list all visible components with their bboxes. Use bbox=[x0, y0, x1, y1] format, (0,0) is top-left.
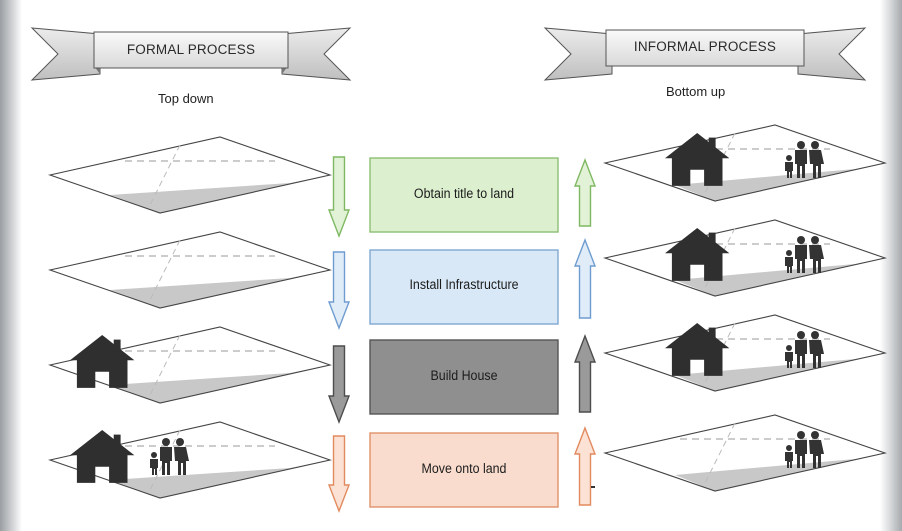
informal-banner-label: INFORMAL PROCESS bbox=[633, 39, 777, 54]
house-icon bbox=[70, 430, 135, 483]
family-icon bbox=[785, 236, 824, 273]
land-parcel bbox=[47, 326, 333, 404]
house-icon bbox=[665, 228, 730, 281]
down-arrow-blue bbox=[327, 251, 351, 330]
informal-parcels bbox=[602, 124, 888, 492]
informal-subtitle: Bottom up bbox=[666, 84, 726, 99]
down-arrow-green bbox=[327, 156, 351, 238]
step-label-move-onto-land: Move onto land bbox=[421, 461, 507, 476]
family-icon bbox=[785, 331, 824, 368]
up-arrow-green bbox=[573, 158, 597, 227]
process-arrows bbox=[327, 156, 597, 513]
land-parcel bbox=[602, 314, 888, 392]
informal-process-banner bbox=[543, 27, 867, 81]
house-icon bbox=[665, 323, 730, 376]
down-arrow-gray bbox=[327, 345, 351, 424]
land-parcel bbox=[47, 421, 333, 499]
house-icon bbox=[665, 133, 730, 186]
step-box-gray bbox=[369, 339, 559, 415]
land-parcel bbox=[602, 219, 888, 297]
stray-mark bbox=[591, 486, 595, 488]
land-parcel bbox=[47, 231, 333, 309]
up-arrow-gray bbox=[573, 334, 597, 413]
step-label-install-infrastructure: Install Infrastructure bbox=[409, 277, 519, 292]
formal-parcels bbox=[47, 136, 333, 499]
step-box-orange bbox=[369, 432, 559, 508]
process-steps bbox=[369, 157, 559, 508]
land-parcel bbox=[602, 414, 888, 492]
down-arrow-orange bbox=[327, 435, 351, 513]
formal-banner-label: FORMAL PROCESS bbox=[126, 42, 256, 57]
formal-process-banner bbox=[30, 27, 352, 81]
up-arrow-orange bbox=[573, 426, 597, 506]
step-label-build-house: Build House bbox=[430, 368, 498, 383]
formal-subtitle: Top down bbox=[158, 91, 214, 106]
family-icon bbox=[785, 431, 824, 468]
family-icon bbox=[150, 438, 189, 475]
land-parcel bbox=[47, 136, 333, 214]
step-box-blue bbox=[369, 249, 559, 325]
family-icon bbox=[785, 141, 824, 178]
house-icon bbox=[70, 335, 135, 388]
step-label-obtain-title: Obtain title to land bbox=[413, 186, 515, 201]
up-arrow-blue bbox=[573, 238, 597, 319]
step-box-green bbox=[369, 157, 559, 233]
land-parcel bbox=[602, 124, 888, 202]
